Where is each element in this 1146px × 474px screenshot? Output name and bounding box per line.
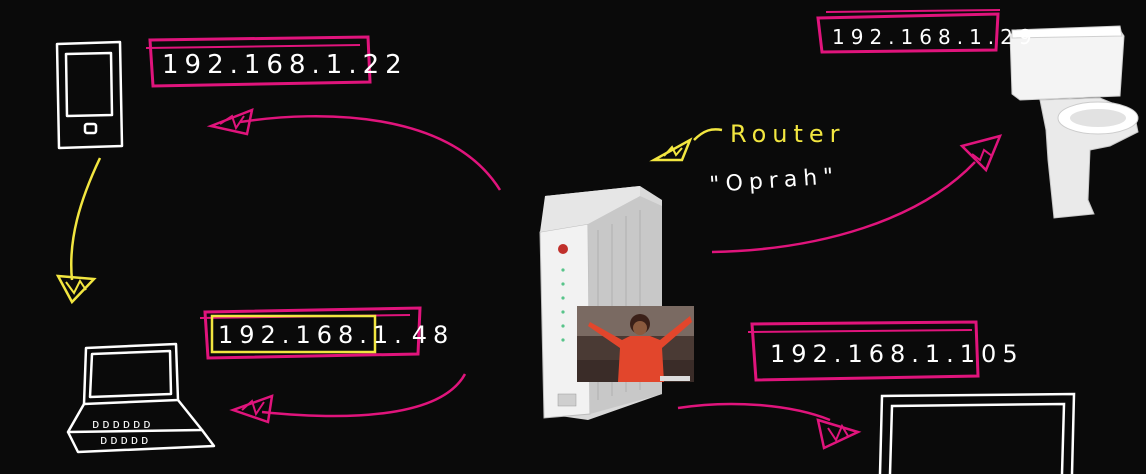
ip-label-tablet: 192.168.1.22 [162,50,408,80]
ip-box-laptop: 192.168.1.48 [199,306,454,360]
arrow-router-to-tablet [206,107,502,191]
ip-label-monitor: 192.168.1.105 [770,340,1024,368]
ip-label-toilet: 192.168.1.29 [832,25,1038,49]
router-label-group: Router "Oprah" [649,120,846,198]
oprah-photo [577,306,694,382]
tablet-icon [55,40,124,150]
arrow-router-to-monitor [677,402,862,450]
router-label: Router [730,120,846,148]
ip-box-monitor: 192.168.1.105 [747,320,1024,382]
ip-box-toilet: 192.168.1.29 [816,9,1038,54]
arrow-router-to-toilet [711,134,1003,254]
monitor-icon [878,392,1076,474]
router-nickname: "Oprah" [709,164,840,198]
svg-text:ᴅᴅᴅᴅᴅᴅ: ᴅᴅᴅᴅᴅᴅ [92,417,154,431]
svg-text:ᴅᴅᴅᴅᴅ: ᴅᴅᴅᴅᴅ [100,433,151,447]
arrow-tablet-to-laptop [55,157,102,305]
ip-label-laptop: 192.168.1.48 [218,321,454,349]
ip-box-tablet: 192.168.1.22 [145,35,408,88]
arrow-router-to-laptop [229,373,467,424]
subnet-highlight [210,314,377,354]
laptop-icon: ᴅᴅᴅᴅᴅᴅ ᴅᴅᴅᴅᴅ [66,342,216,454]
router-icon [539,186,662,420]
toilet-icon [1009,25,1139,219]
